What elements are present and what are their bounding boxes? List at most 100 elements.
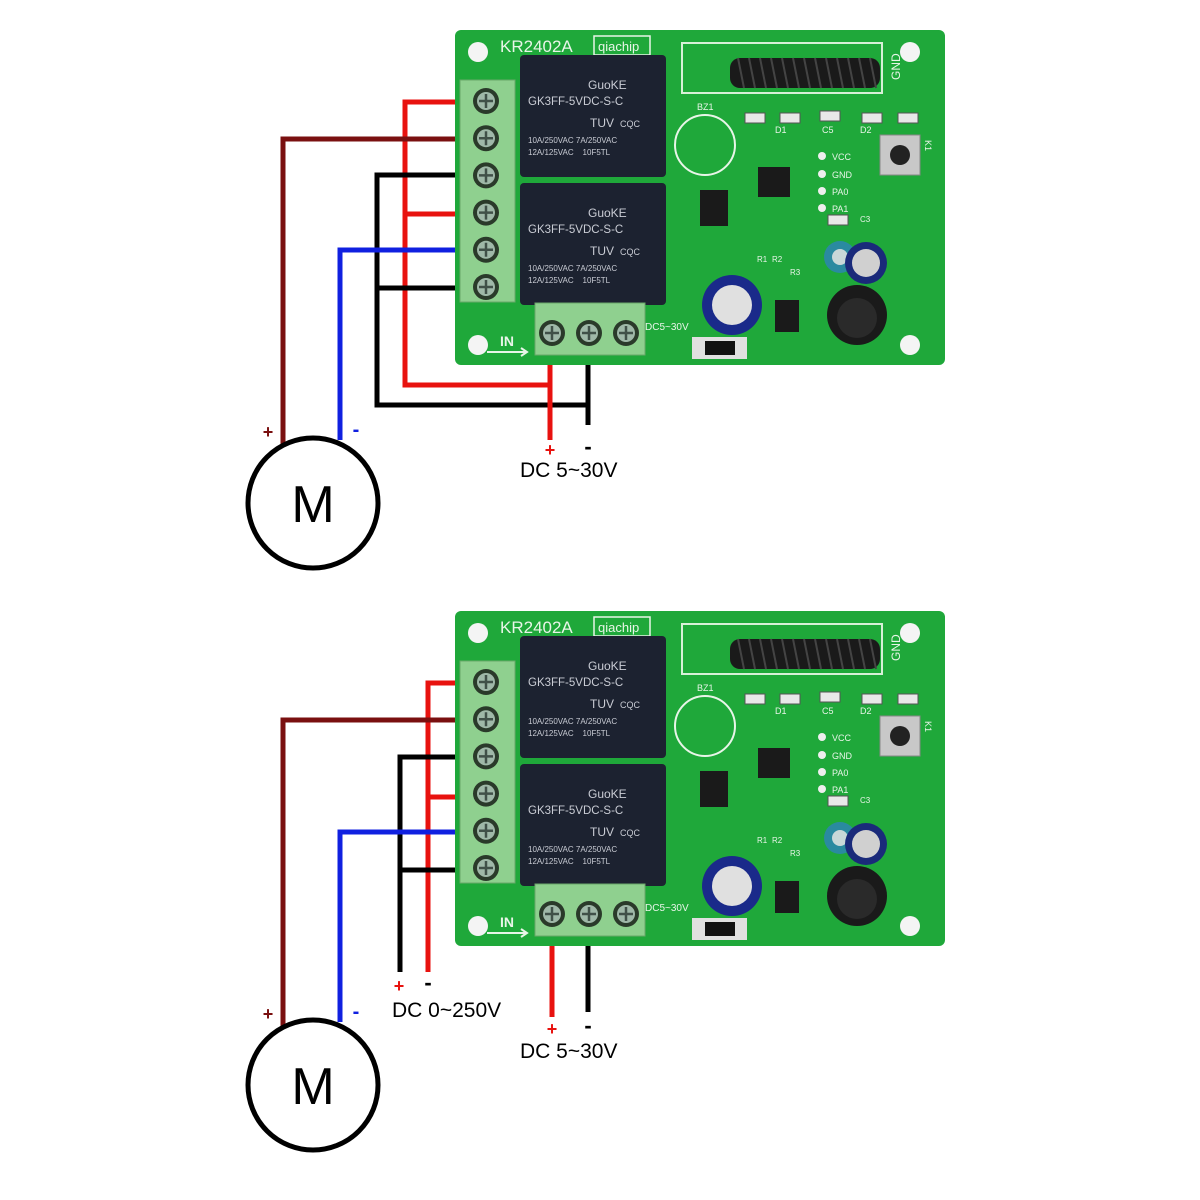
wire-load-plus xyxy=(425,680,462,972)
coil-turn xyxy=(770,57,778,89)
smd-component xyxy=(779,693,801,705)
in-arrow-icon xyxy=(487,928,529,938)
coil-turn xyxy=(737,638,745,670)
screw-slot xyxy=(479,749,493,764)
board-model: KR2402A xyxy=(500,37,573,56)
capacitor xyxy=(702,275,762,335)
coil-turn xyxy=(836,638,844,670)
relay-brand: GuoKE xyxy=(588,78,627,92)
screw-slot xyxy=(479,675,493,689)
load-plus-sign: + xyxy=(394,976,405,996)
mounting-hole xyxy=(900,42,920,62)
screw-slot xyxy=(479,168,493,183)
mounting-hole xyxy=(468,623,488,643)
relay-model: GK3FF-5VDC-S-C xyxy=(528,677,623,689)
smd-component xyxy=(744,693,766,705)
smd-component xyxy=(897,693,919,705)
motor-plus-sign: + xyxy=(263,422,274,442)
pin-pad xyxy=(818,170,826,178)
smd-component xyxy=(897,112,919,124)
supply-plus-sign: + xyxy=(545,440,556,460)
relay-cert2: CQC xyxy=(620,119,641,129)
coil-turn xyxy=(858,57,866,89)
coil-turn xyxy=(792,638,800,670)
screw-slot xyxy=(479,712,493,727)
load-voltage-label: DC 0~250V xyxy=(392,999,501,1022)
screw-slot xyxy=(479,94,493,108)
ic-chip xyxy=(775,881,799,913)
capacitor xyxy=(845,242,887,284)
relay-cert2: CQC xyxy=(620,247,641,257)
board-model: KR2402A xyxy=(500,618,573,637)
output-terminal-block xyxy=(459,79,516,303)
pin-label-pa0: PA0 xyxy=(832,187,848,197)
screw-slot xyxy=(582,907,596,921)
smd-component xyxy=(744,112,766,124)
motor-label: M xyxy=(291,476,334,534)
d2-label: D2 xyxy=(860,125,872,135)
screw-slot xyxy=(619,907,633,921)
learn-pushbutton[interactable] xyxy=(879,134,921,176)
mounting-hole xyxy=(900,916,920,936)
coil-turn xyxy=(803,638,811,670)
inductor xyxy=(827,866,887,926)
mounting-hole xyxy=(900,623,920,643)
c5-label: C5 xyxy=(822,706,834,716)
supply-plus-sign: + xyxy=(547,1019,558,1039)
smd-component xyxy=(819,110,841,122)
smd-component xyxy=(779,112,801,124)
inductor xyxy=(827,285,887,345)
r1-label: R1 xyxy=(757,836,768,845)
coil-turn xyxy=(869,638,877,670)
screw-slot xyxy=(582,326,596,340)
supply-minus-sign: - xyxy=(584,1013,591,1038)
relay-brand: GuoKE xyxy=(588,787,627,801)
diagram-1-wires xyxy=(280,99,591,445)
screw-slot xyxy=(479,861,493,875)
relay-rating-1: 10A/250VAC 7A/250VAC xyxy=(528,264,617,273)
mounting-hole xyxy=(468,42,488,62)
screw-slot xyxy=(545,907,559,921)
r1-label: R1 xyxy=(757,255,768,264)
coil-turn xyxy=(737,57,745,89)
pin-pad xyxy=(818,733,826,741)
motor-plus-sign: + xyxy=(263,1004,274,1024)
motor-minus-sign: - xyxy=(353,1001,360,1023)
coil-turn xyxy=(781,638,789,670)
learn-pushbutton[interactable] xyxy=(879,715,921,757)
screw-slot xyxy=(479,205,493,220)
board-brand: qiachip xyxy=(598,620,639,635)
smd-component xyxy=(861,112,883,124)
relay-brand: GuoKE xyxy=(588,659,627,673)
smd-component xyxy=(827,214,849,226)
coil-turn xyxy=(803,57,811,89)
screw-slot xyxy=(479,786,493,801)
supply-voltage-label: DC 5~30V xyxy=(520,459,617,482)
supply-minus-sign: - xyxy=(584,434,591,459)
relay-model: GK3FF-5VDC-S-C xyxy=(528,224,623,236)
buzzer-label: BZ1 xyxy=(697,102,714,112)
ic-chip xyxy=(775,300,799,332)
output-terminal-block xyxy=(459,660,516,884)
coil-turn xyxy=(792,57,800,89)
screw-slot xyxy=(479,280,493,294)
pin-pad xyxy=(818,785,826,793)
screw-slot xyxy=(479,242,493,257)
r3-label: R3 xyxy=(790,849,801,858)
in-label: IN xyxy=(500,333,514,349)
r3-label: R3 xyxy=(790,268,801,277)
relay-brand: GuoKE xyxy=(588,206,627,220)
k1-label: K1 xyxy=(923,721,933,732)
buzzer-label: BZ1 xyxy=(697,683,714,693)
supply-label: DC5~30V xyxy=(645,903,689,914)
wire-red-common xyxy=(402,99,550,388)
pin-label-gnd2: GND xyxy=(832,170,853,180)
capacitor xyxy=(702,856,762,916)
relay-cert2: CQC xyxy=(620,700,641,710)
mounting-hole xyxy=(900,335,920,355)
diagram-2-wires xyxy=(280,680,591,1027)
coil-turn xyxy=(847,638,855,670)
coil-turn xyxy=(748,57,756,89)
